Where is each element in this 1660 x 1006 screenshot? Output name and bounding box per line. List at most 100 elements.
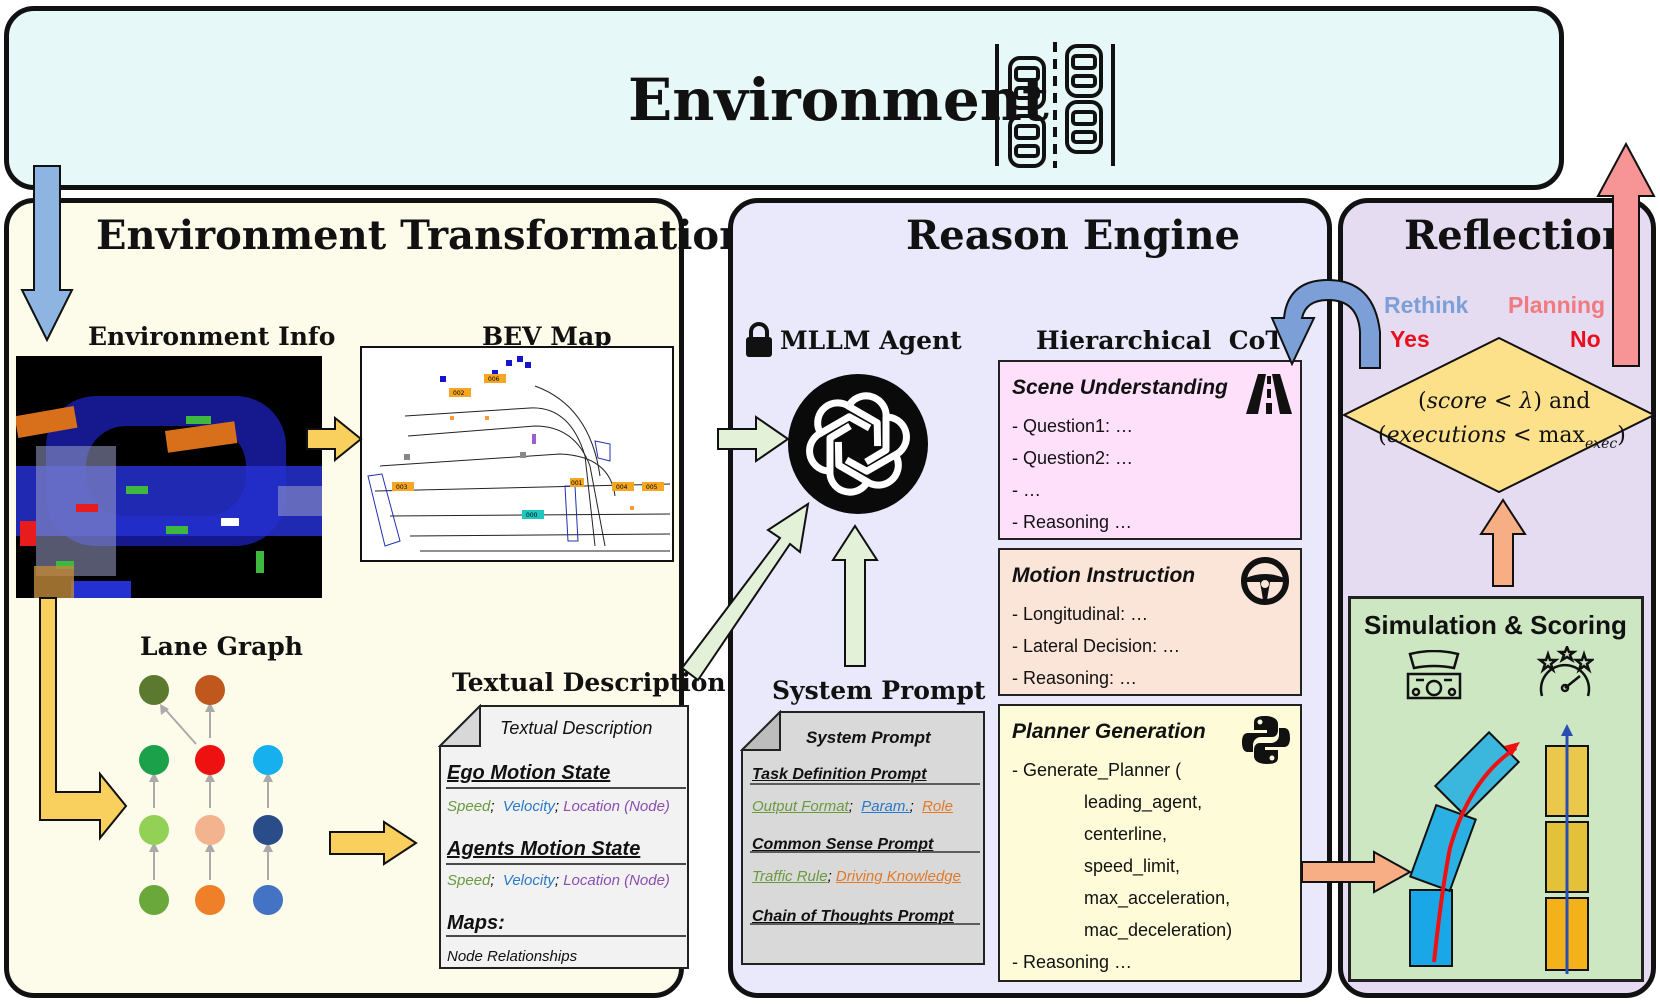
no-label: No (1570, 326, 1601, 352)
mllm-agent-logo-icon (788, 374, 928, 514)
motion-line: - Reasoning: … (1012, 668, 1138, 688)
agents-speed: Speed (447, 872, 491, 889)
transformation-title: Environment Transformation (96, 212, 749, 259)
planner-line: centerline, (1084, 824, 1168, 844)
system-doc-header: System Prompt (806, 728, 931, 747)
lane-node (139, 675, 169, 705)
svg-text:(executions < maxexec): (executions < maxexec) (1378, 423, 1626, 452)
cars-road-icon (995, 42, 1115, 168)
agents-motion-title: Agents Motion State (447, 838, 641, 860)
lock-icon (746, 322, 772, 357)
planner-line: max_acceleration, (1084, 888, 1231, 908)
param: Param. (861, 798, 910, 815)
system-doc-shape (740, 710, 985, 965)
reason-title: Reason Engine (906, 212, 1241, 259)
python-icon (1242, 716, 1290, 764)
driving-knowledge: Driving Knowledge (835, 868, 961, 885)
lane-node (139, 745, 169, 775)
lane-node (195, 675, 225, 705)
environment-panel (4, 6, 1564, 190)
arrow-sim-to-decision (1479, 498, 1527, 587)
ego-motion-fields: Speed; Velocity; Location (Node) (447, 798, 670, 815)
simulation-scoring-box (1348, 596, 1644, 982)
lane-node (253, 885, 283, 915)
lane-node (195, 815, 225, 845)
textual-doc-shape (438, 704, 689, 969)
motion-line: - Lateral Decision: … (1012, 636, 1181, 656)
bev-tag-000: 000 (526, 512, 538, 519)
planner-line: speed_limit, (1084, 856, 1181, 876)
output-format: Output Format (752, 798, 849, 815)
reflection-title: Reflection (1404, 212, 1632, 259)
steering-wheel-icon (1241, 557, 1289, 605)
common-sense-fields: Traffic Rule; Driving Knowledge (752, 868, 961, 885)
arrow-text-to-agent (680, 501, 810, 682)
agents-motion-fields: Speed; Velocity; Location (Node) (447, 872, 670, 889)
scene-understanding-card: Scene Understanding - Question1: … - Que… (998, 360, 1302, 540)
lane-node (253, 815, 283, 845)
arrow-to-environment (1596, 141, 1656, 367)
simulation-lane-targets (1545, 724, 1589, 974)
hierarchical-cot-label: Hierarchical CoT (1036, 326, 1284, 355)
common-sense-title: Common Sense Prompt (752, 836, 934, 853)
score-gauge-icon (1536, 646, 1594, 697)
lane-node (139, 885, 169, 915)
bev-map-image: 002 006 003 001 004 005 000 (360, 346, 674, 562)
planner-line: - Reasoning … (1012, 952, 1133, 972)
maps-title: Maps: (447, 912, 505, 934)
rethink-label: Rethink (1384, 292, 1469, 318)
lane-node (195, 885, 225, 915)
simulation-trajectory (1408, 730, 1520, 967)
planner-line: leading_agent, (1084, 792, 1203, 812)
arrow-env-to-info (20, 165, 74, 343)
bev-tag-006: 006 (488, 376, 500, 383)
bev-tag-003: 003 (396, 484, 408, 491)
maps-sub: Node Relationships (447, 948, 578, 965)
lane-node (253, 745, 283, 775)
scene-line: - Question1: … (1012, 416, 1134, 436)
motion-instruction-title: Motion Instruction (1012, 564, 1196, 587)
chain-of-thoughts-title: Chain of Thoughts Prompt (752, 908, 954, 925)
textual-description-label: Textual Description (452, 668, 726, 697)
planner-generation-card: Planner Generation - Generate_Planner ( … (998, 704, 1302, 982)
system-prompt-label: System Prompt (772, 676, 986, 705)
task-definition-title: Task Definition Prompt (752, 766, 927, 783)
planner-generation-title: Planner Generation (1012, 720, 1206, 743)
bev-tag-004: 004 (616, 484, 628, 491)
traffic-rule: Traffic Rule (752, 868, 828, 885)
motion-instruction-card: Motion Instruction - Longitudinal: … - L… (998, 548, 1302, 696)
planner-line: - Generate_Planner ( (1012, 760, 1182, 780)
lane-node (139, 815, 169, 845)
arrow-prompt-to-agent (831, 524, 879, 667)
scene-line: - Question2: … (1012, 448, 1134, 468)
agents-velocity: Velocity (502, 872, 555, 889)
environment-scene-image (16, 356, 322, 598)
simulation-scoring-title: Simulation & Scoring (1364, 610, 1627, 640)
ego-velocity: Velocity (502, 798, 555, 815)
lane-graph (139, 675, 283, 915)
environment-title: Environment (628, 66, 1049, 134)
dashboard-icon (1406, 650, 1462, 700)
lane-graph-label: Lane Graph (140, 632, 303, 661)
scene-line: - … (1012, 480, 1041, 500)
ego-motion-title: Ego Motion State (447, 762, 611, 784)
bev-tag-002: 002 (453, 390, 465, 397)
arrow-planner-to-sim (1301, 850, 1413, 894)
planning-label: Planning (1508, 292, 1606, 318)
arrow-bev-to-agent (717, 415, 790, 463)
road-icon (1246, 374, 1292, 414)
planner-line: mac_deceleration) (1084, 920, 1233, 940)
role: Role (922, 798, 953, 815)
mllm-agent-label: MLLM Agent (780, 326, 962, 355)
lane-node (195, 745, 225, 775)
arrow-info-to-bev (306, 416, 363, 462)
bev-tag-001: 001 (571, 480, 583, 487)
bev-tag-005: 005 (646, 484, 658, 491)
scene-line: - Reasoning … (1012, 512, 1133, 532)
decision-diamond: (score < λ) and (executions < maxexec) (1342, 336, 1656, 494)
textual-doc-header: Textual Description (500, 718, 653, 738)
task-definition-fields: Output Format; Param.; Role (752, 798, 953, 815)
arrow-info-to-lanegraph (39, 597, 128, 841)
ego-speed: Speed (447, 798, 491, 815)
rethink-curved-arrow (1270, 278, 1381, 369)
